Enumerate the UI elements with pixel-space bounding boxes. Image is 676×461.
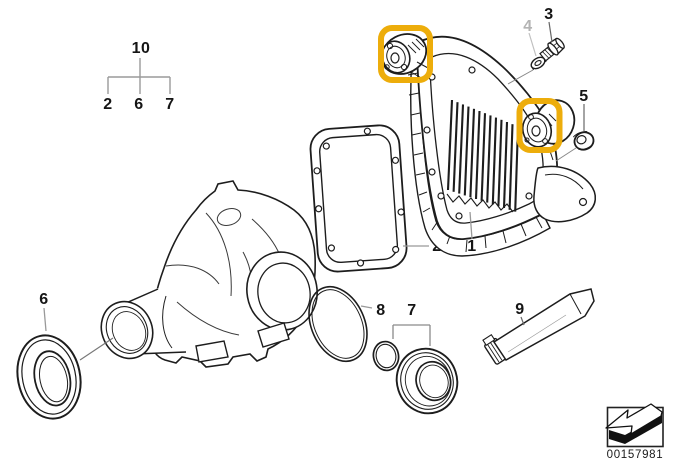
callout-5[interactable]: 5	[579, 88, 588, 105]
seal-set-drawing	[372, 340, 459, 415]
seal-to-snout-leader	[79, 337, 114, 361]
rubber-mount-front-drawing	[380, 33, 429, 80]
tree-child-label-7[interactable]: 7	[165, 96, 174, 113]
callout-1-leader	[469, 211, 473, 240]
rubber-mount-rear-drawing	[521, 99, 576, 161]
callout-3[interactable]: 3	[544, 6, 553, 23]
callout-6-leader	[43, 307, 47, 332]
shaft-seal-drawing	[16, 334, 114, 420]
callout-4-leader	[528, 32, 537, 57]
stamp-number: 00157981	[607, 449, 664, 461]
tree-child-label-6[interactable]: 6	[134, 96, 143, 113]
cover-bracket-arm	[533, 165, 596, 223]
callout-7-bracket	[392, 324, 431, 346]
callout-9[interactable]: 9	[515, 301, 524, 318]
washer-drawing	[530, 56, 547, 71]
skirt-rib-ticks	[407, 72, 543, 253]
differential-housing-drawing	[100, 180, 318, 368]
callout-3-leader	[548, 21, 553, 43]
tree-bracket-lines	[107, 58, 171, 94]
highlight-box-mount-right[interactable]	[516, 98, 563, 153]
callout-7[interactable]: 7	[407, 302, 416, 319]
nut-drawing	[572, 130, 595, 151]
tree-child-label-2[interactable]: 2	[103, 96, 112, 113]
cover-drawing	[380, 33, 596, 257]
callout-9-leader	[520, 316, 525, 326]
gasket-drawing	[309, 124, 408, 273]
direction-arrow-icon	[605, 403, 663, 444]
cover-fins	[446, 99, 520, 212]
highlight-box-mount-top[interactable]	[378, 25, 433, 83]
callout-4[interactable]: 4	[523, 18, 532, 35]
nut-to-mount-leader	[555, 147, 577, 162]
sealant-tube-drawing	[482, 288, 595, 365]
o-ring-drawing	[308, 285, 368, 363]
tree-root-label[interactable]: 10	[132, 40, 151, 57]
callout-8-leader	[360, 305, 373, 309]
callout-1[interactable]: 1	[467, 238, 476, 255]
housing-snout	[100, 288, 187, 360]
part-tree: 10 2 6 7	[103, 40, 174, 113]
callout-8[interactable]: 8	[376, 302, 385, 319]
bolt-drawing	[539, 37, 565, 62]
washer-to-mount-leader	[507, 69, 534, 85]
housing-opening	[246, 251, 318, 331]
image-stamp: 00157981	[605, 403, 664, 461]
callout-6[interactable]: 6	[39, 291, 48, 308]
